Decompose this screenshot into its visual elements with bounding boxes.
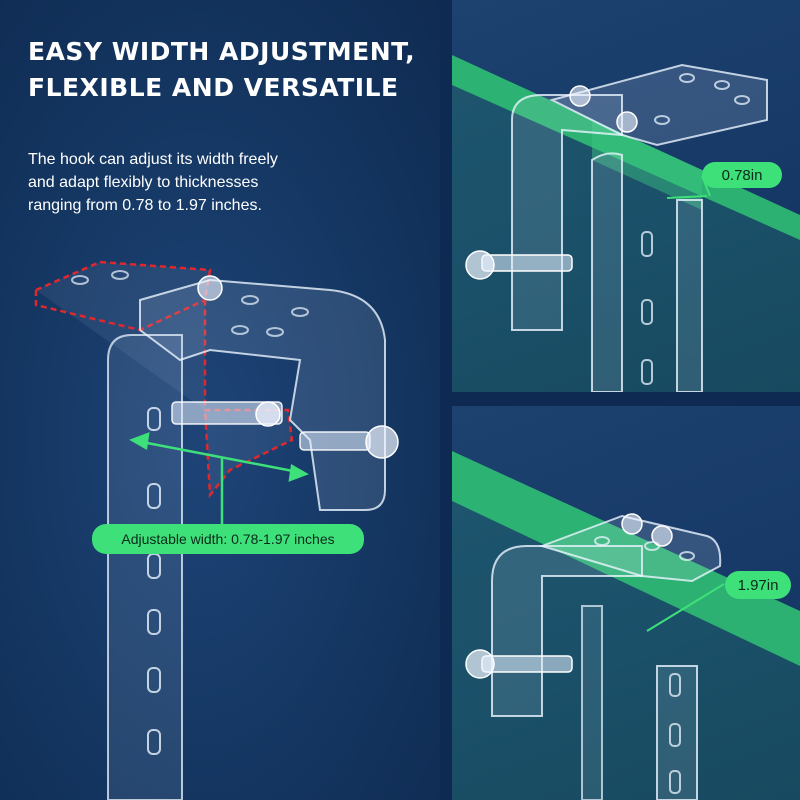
hook-on-thick-glass-illustration [452,451,800,800]
thin-panel-demo [452,0,800,392]
title-line-1: EASY WIDTH ADJUSTMENT, [28,37,416,66]
adjustable-width-label: Adjustable width: 0.78-1.97 inches [92,524,364,554]
adjustable-hook-illustration [34,260,399,800]
title-line-2: FLEXIBLE AND VERSATILE [28,73,399,102]
description-line-2: and adapt flexibly to thicknesses [28,174,259,191]
page-title: EASY WIDTH ADJUSTMENT, FLEXIBLE AND VERS… [28,34,428,106]
max-width-label: 1.97in [725,571,791,599]
description-line-3: ranging from 0.78 to 1.97 inches. [28,197,262,214]
thick-panel-demo [452,406,800,800]
hook-on-thin-glass-illustration [452,55,800,392]
min-width-label: 0.78in [702,162,782,188]
description-line-1: The hook can adjust its width freely [28,151,278,168]
description-text: The hook can adjust its width freely and… [28,148,428,217]
left-panel: EASY WIDTH ADJUSTMENT, FLEXIBLE AND VERS… [0,0,440,800]
